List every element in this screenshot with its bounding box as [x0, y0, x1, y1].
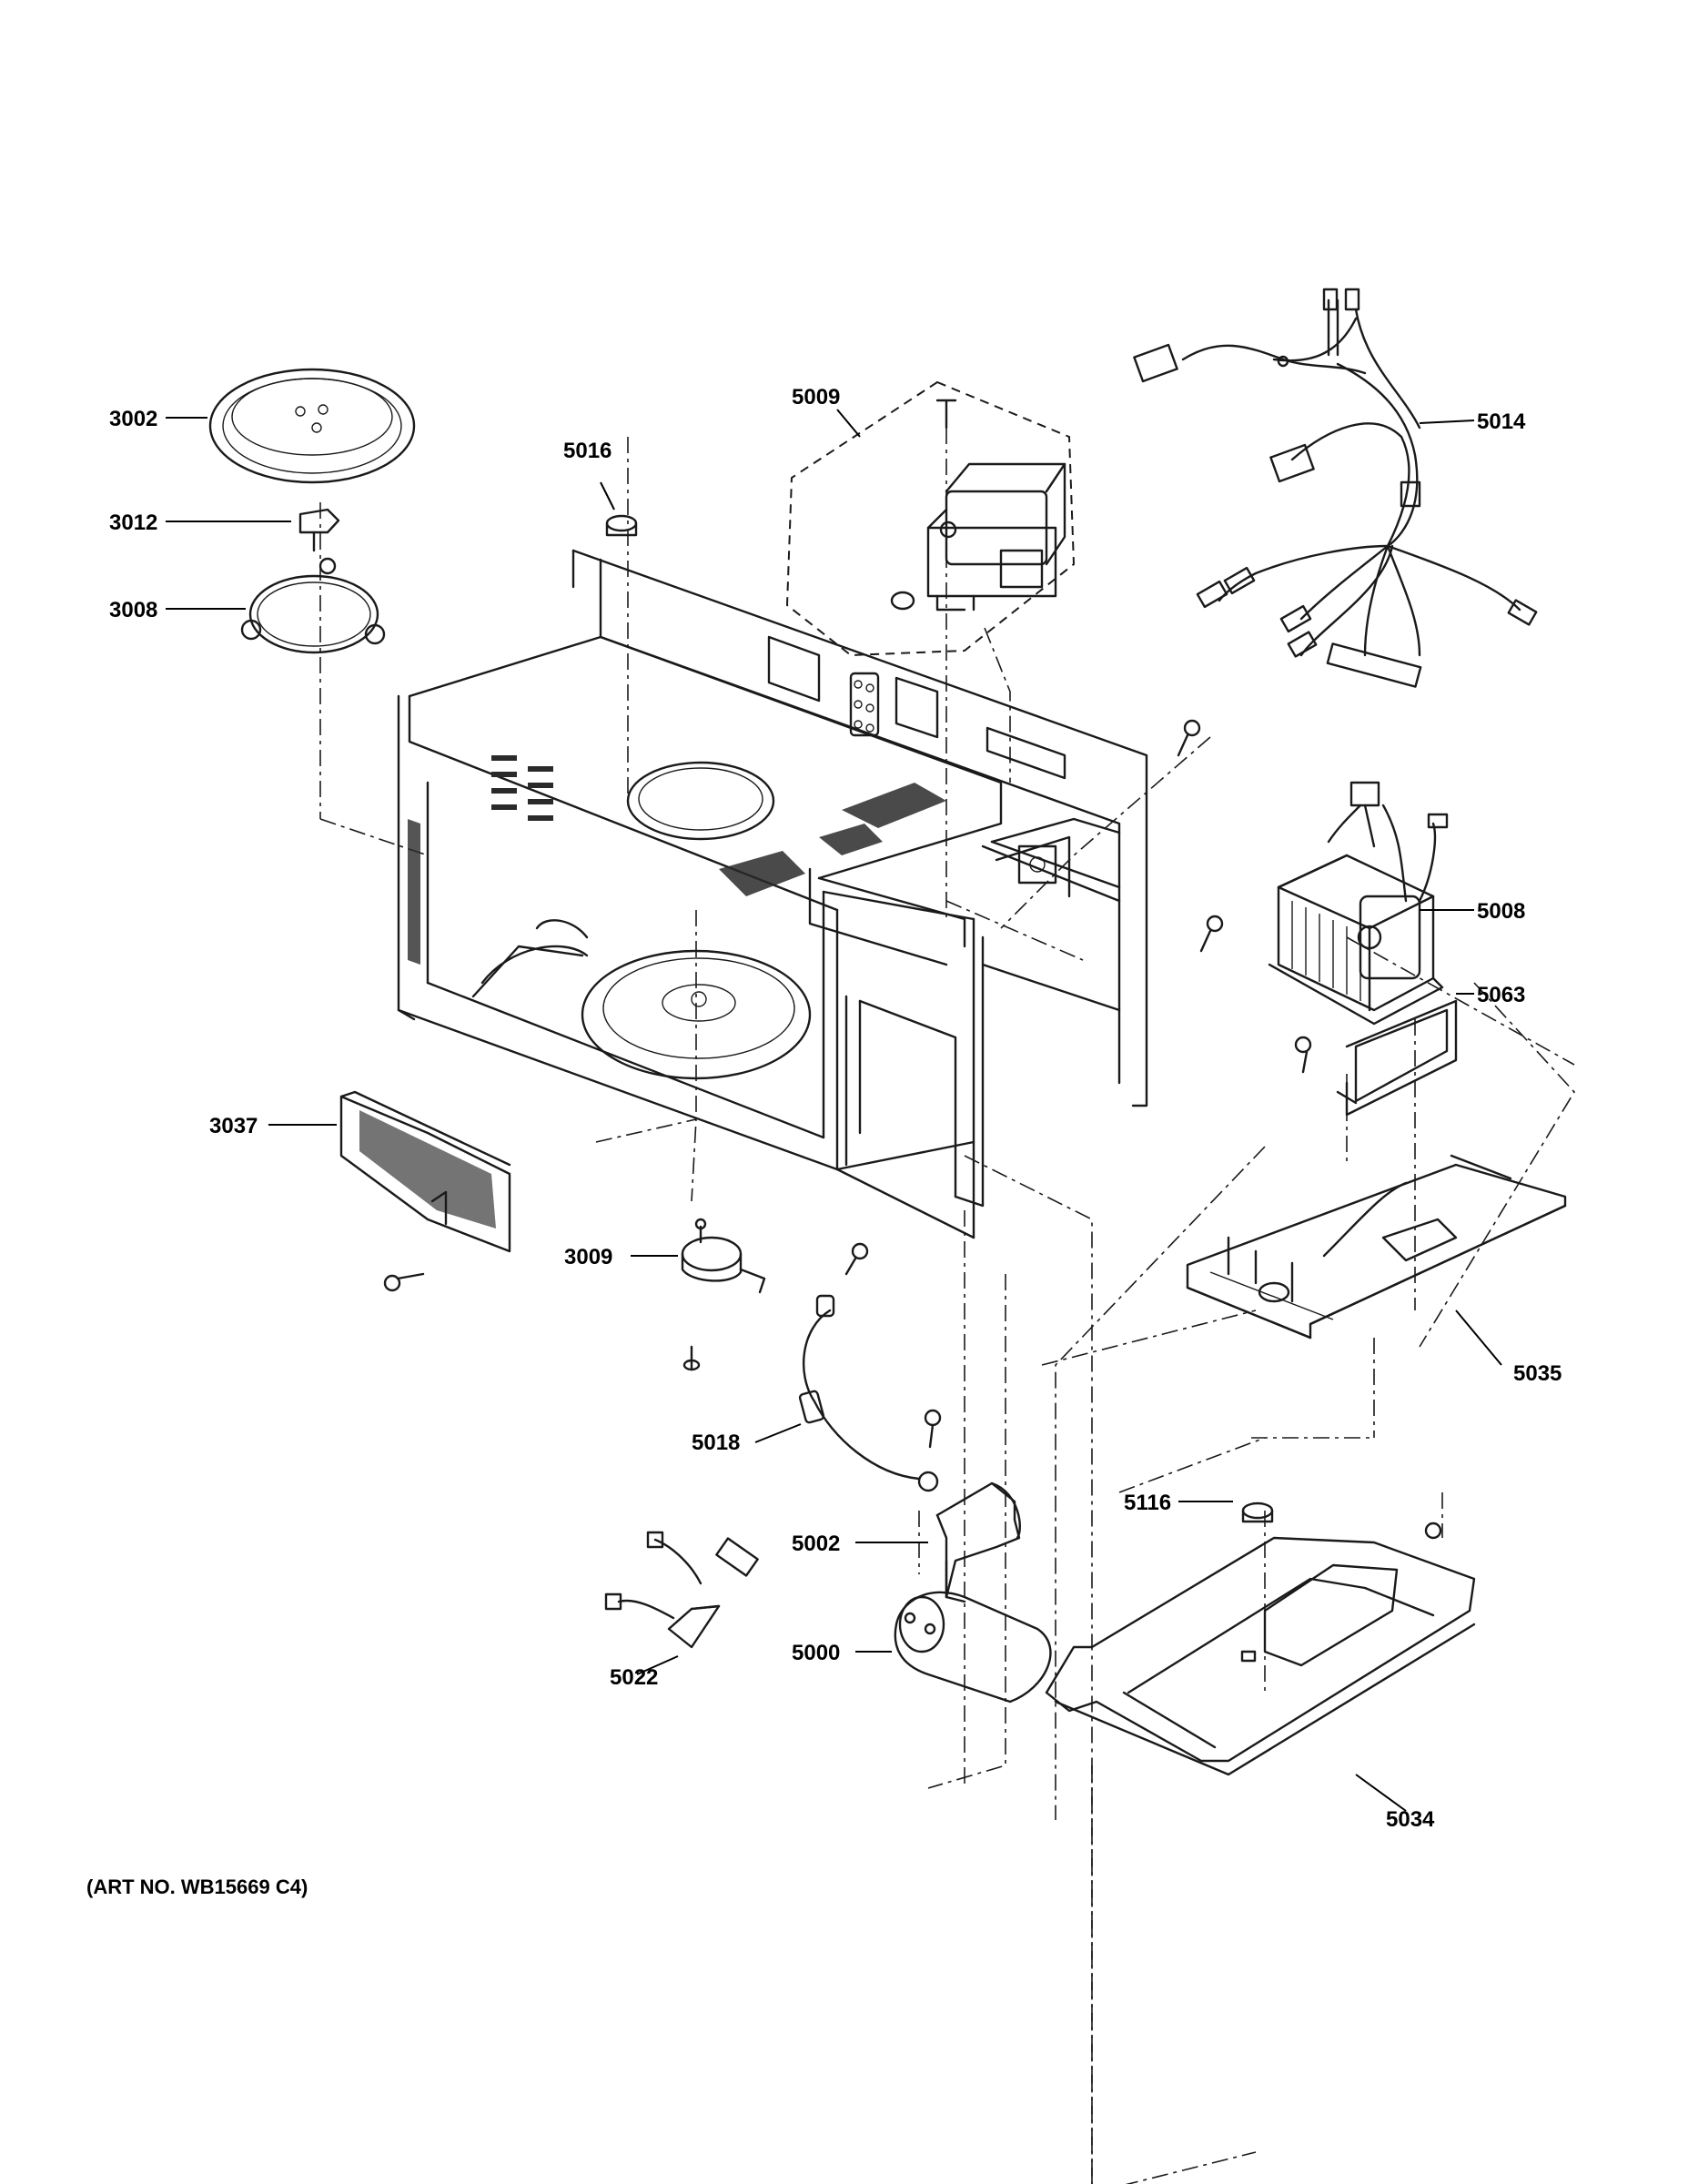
callout-3009: 3009 — [564, 1245, 612, 1269]
transformer — [1268, 781, 1449, 1026]
roller-ring — [240, 557, 386, 654]
wire-harness — [1133, 288, 1538, 688]
callout-5063: 5063 — [1477, 983, 1525, 1007]
vent-cover — [339, 1090, 511, 1292]
base-plate — [1186, 1154, 1567, 1340]
switch-harness — [604, 1531, 759, 1649]
art-number-caption: (ART NO. WB15669 C4) — [86, 1876, 308, 1898]
bottom-plate — [1045, 1536, 1476, 1776]
callout-3002: 3002 — [109, 407, 157, 431]
callout-5034: 5034 — [1386, 1807, 1435, 1832]
callout-5008: 5008 — [1477, 899, 1525, 924]
insulator-plate — [1294, 999, 1458, 1117]
leader-lines — [166, 409, 1502, 1812]
callout-3037: 3037 — [209, 1114, 258, 1138]
turntable-tray — [208, 368, 416, 484]
capacitor-bracket — [935, 1481, 1021, 1603]
magnetron-assembly — [785, 380, 1076, 657]
oven-cavity-chassis — [397, 549, 1224, 1276]
callout-5016: 5016 — [563, 439, 612, 463]
thermostat-bottom — [1241, 1502, 1274, 1523]
callout-3012: 3012 — [109, 511, 157, 535]
callout-numbers: 3002 3012 3008 5016 5009 5014 5008 5063 … — [109, 385, 1562, 1832]
callout-3008: 3008 — [109, 598, 157, 622]
callout-5116: 5116 — [1124, 1491, 1171, 1515]
thermostat-top — [605, 514, 638, 537]
callout-5018: 5018 — [692, 1431, 740, 1455]
callout-5035: 5035 — [1513, 1361, 1562, 1386]
callout-5022: 5022 — [610, 1665, 658, 1690]
sensor-cable — [798, 1294, 942, 1492]
assembly-lines — [319, 428, 1575, 2184]
callout-5002: 5002 — [792, 1532, 840, 1556]
turntable-motor — [681, 1218, 766, 1371]
capacitor — [894, 1591, 1052, 1704]
callout-5014: 5014 — [1477, 410, 1526, 434]
turntable-coupler — [298, 508, 340, 552]
callout-5000: 5000 — [792, 1641, 840, 1665]
callout-5009: 5009 — [792, 385, 840, 410]
